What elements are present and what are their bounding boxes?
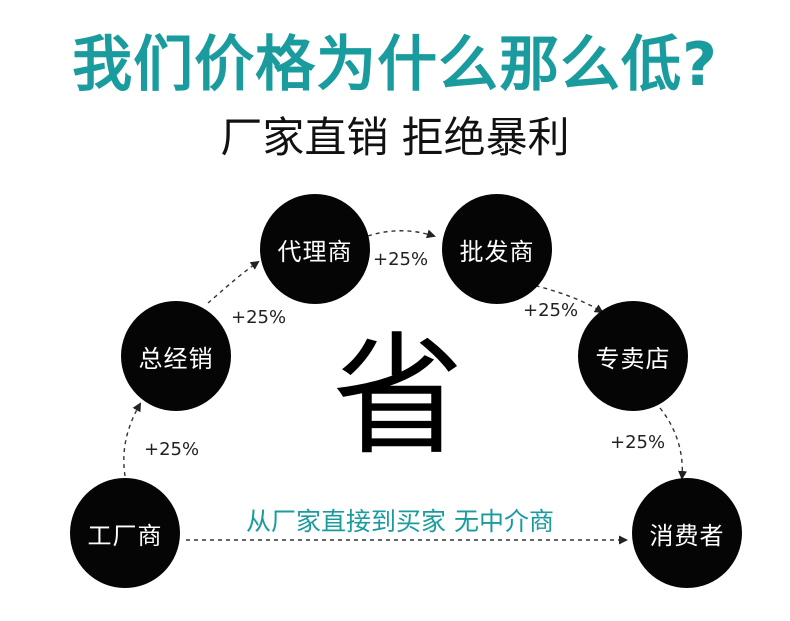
node-agent: 代理商 [260,194,370,304]
markup-wholesaler-to-store: +25% [523,300,579,321]
node-factory-label: 工厂商 [87,521,163,550]
subheadline: 厂家直销 拒绝暴利 [220,113,570,162]
node-agent-label: 代理商 [277,237,353,266]
arrow-factory-to-distributor [123,402,141,477]
arrow-distributor-to-agent [207,260,260,304]
arrow-agent-to-wholesaler [367,229,436,239]
markup-distributor-to-agent: +25% [231,307,287,328]
node-wholesaler: 批发商 [442,194,552,304]
node-store-label: 专卖店 [595,344,671,373]
node-store: 专卖店 [578,301,688,411]
node-wholesaler-label: 批发商 [459,237,535,266]
node-distributor: 总经销 [121,301,231,411]
markup-store-to-consumer: +25% [610,432,666,453]
save-character: 省 [332,320,464,474]
node-factory: 工厂商 [70,478,180,588]
markup-factory-to-distributor: +25% [144,439,200,460]
direct-path-text: 从厂家直接到买家 无中介商 [246,507,554,536]
markup-agent-to-wholesaler: +25% [373,249,429,270]
node-consumer: 消费者 [632,478,742,588]
headline: 我们价格为什么那么低? [72,30,718,100]
node-consumer-label: 消费者 [649,521,725,550]
node-distributor-label: 总经销 [138,344,214,373]
